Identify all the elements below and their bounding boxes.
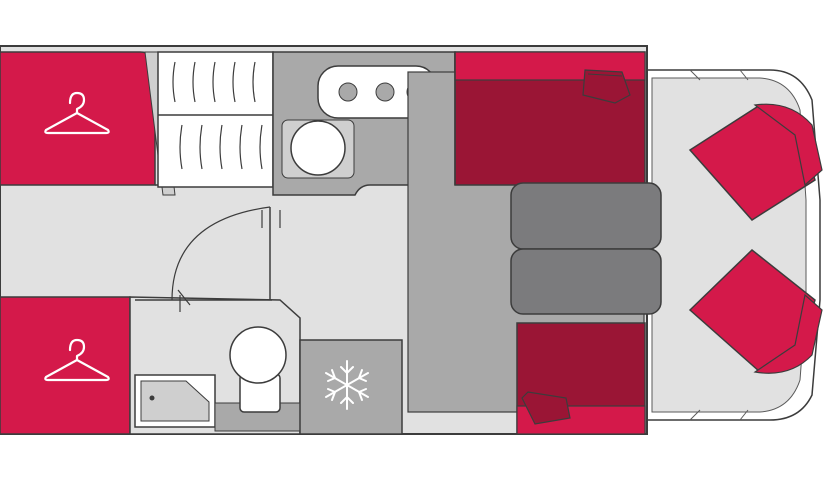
cab-seat-top (688, 103, 823, 221)
shelving-unit (144, 51, 274, 196)
coat-hanger-icon (44, 338, 110, 382)
dining-table (510, 182, 662, 315)
toilet (229, 326, 287, 413)
sink-basin (290, 120, 346, 176)
burner-icon (338, 82, 358, 102)
sofa-top (454, 51, 646, 186)
drain-icon (149, 395, 155, 401)
fridge (299, 339, 403, 435)
bathroom (129, 206, 301, 435)
shower-door (171, 206, 271, 301)
coat-hanger-icon (44, 91, 110, 135)
cushion (521, 391, 571, 425)
sofa-bottom (516, 322, 646, 435)
burner-icon (375, 82, 395, 102)
wardrobe-top (0, 51, 156, 186)
cushion (582, 69, 631, 104)
cab-seat-bottom (688, 249, 823, 374)
wardrobe-bottom (0, 296, 131, 435)
snowflake-icon (325, 360, 369, 410)
